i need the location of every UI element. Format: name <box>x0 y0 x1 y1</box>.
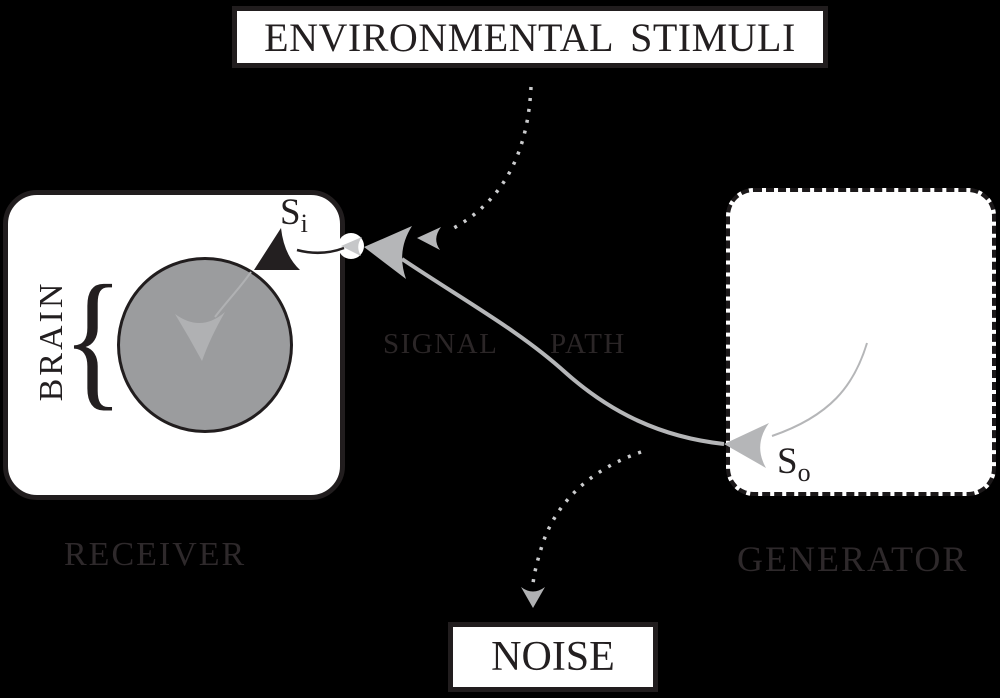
brain-circle <box>117 257 293 433</box>
signal-path-label: SIGNAL PATH <box>383 328 626 360</box>
environmental-stimuli-box: ENVIRONMENTAL STIMULI <box>232 6 828 68</box>
noise-arrowhead-icon <box>521 587 545 608</box>
signal-in-sub: i <box>300 209 308 238</box>
environmental-stimuli-label: ENVIRONMENTAL STIMULI <box>264 14 796 60</box>
signal-in-base: S <box>280 192 301 233</box>
receiver-label: RECEIVER <box>64 536 247 573</box>
generator-label: GENERATOR <box>737 539 969 579</box>
generator-box: So <box>726 188 996 496</box>
stimuli-dotted-curve <box>451 86 533 231</box>
noise-box: NOISE <box>448 622 658 692</box>
brain-brace: { <box>62 254 124 424</box>
stimuli-arrowhead-icon <box>417 227 441 250</box>
signal-out-base: S <box>777 441 798 482</box>
signal-path-arrowhead-icon <box>364 226 412 279</box>
signal-in-label: Si <box>280 191 308 237</box>
noise-dotted-curve <box>531 450 642 585</box>
receiver-box: BRAIN { Si <box>3 190 345 500</box>
signal-out-label: So <box>777 440 811 486</box>
signal-out-sub: o <box>797 458 811 487</box>
noise-label: NOISE <box>491 634 615 680</box>
